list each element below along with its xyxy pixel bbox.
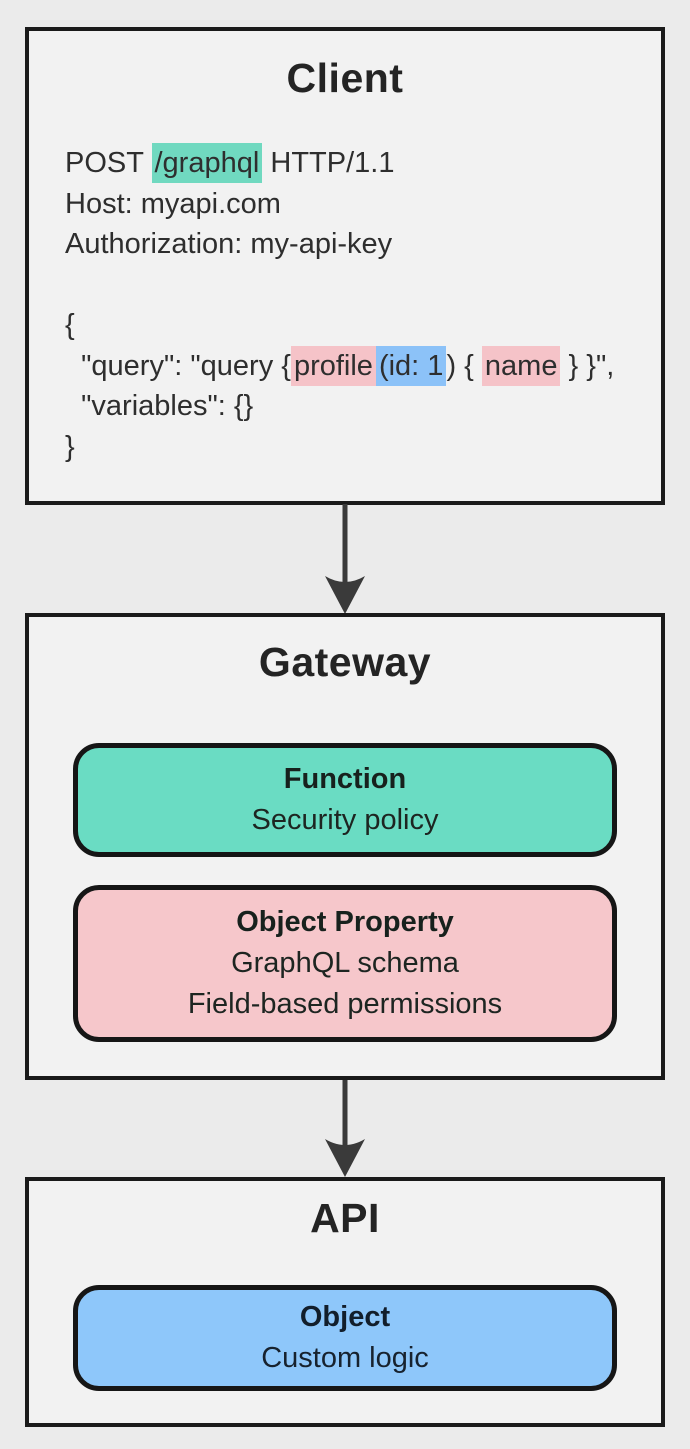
gateway-box: Gateway Function Security policy Object … (25, 613, 665, 1080)
client-box: Client POST /graphql HTTP/1.1 Host: myap… (25, 27, 665, 505)
http-protocol: HTTP/1.1 (262, 147, 395, 179)
object-property-card-line1: GraphQL schema (231, 947, 459, 979)
function-card-title: Function (283, 763, 407, 795)
http-path-highlight: /graphql (151, 143, 263, 183)
arrow-down-icon (325, 1080, 365, 1177)
api-box: API Object Custom logic (25, 1177, 665, 1427)
object-card-title: Object (299, 1301, 391, 1333)
authorization-header: Authorization: my-api-key (65, 228, 393, 260)
host-header: Host: myapi.com (65, 187, 281, 220)
query-suffix: } }", (560, 349, 615, 382)
gateway-title: Gateway (258, 639, 432, 685)
client-title: Client (286, 55, 404, 101)
json-query-line: "query": "query {profile(id: 1) { name }… (65, 345, 651, 387)
function-card: Function Security policy (73, 743, 617, 857)
http-method: POST (65, 147, 152, 179)
object-property-card-line2: Field-based permissions (187, 988, 503, 1020)
object-card-line: Custom logic (261, 1342, 429, 1374)
query-field-highlight: profile (290, 345, 376, 386)
query-mid: ) { (446, 349, 482, 382)
json-open-brace: { (65, 309, 75, 341)
query-selection-highlight: name (481, 345, 561, 386)
arrow-down-icon (325, 504, 365, 614)
json-close-brace: } (65, 430, 75, 463)
http-request-code: POST /graphql HTTP/1.1 Host: myapi.com A… (65, 143, 651, 467)
blank-line (65, 265, 651, 306)
api-title: API (310, 1195, 380, 1241)
function-card-line: Security policy (251, 804, 439, 836)
request-line: POST /graphql HTTP/1.1 (65, 143, 651, 184)
query-args-highlight: (id: 1 (375, 345, 447, 386)
object-property-card-title: Object Property (236, 906, 454, 938)
object-card: Object Custom logic (73, 1285, 617, 1391)
query-prefix: "query": "query { (65, 349, 291, 382)
json-variables-line: "variables": {} (65, 390, 254, 422)
object-property-card: Object Property GraphQL schema Field-bas… (73, 885, 617, 1042)
